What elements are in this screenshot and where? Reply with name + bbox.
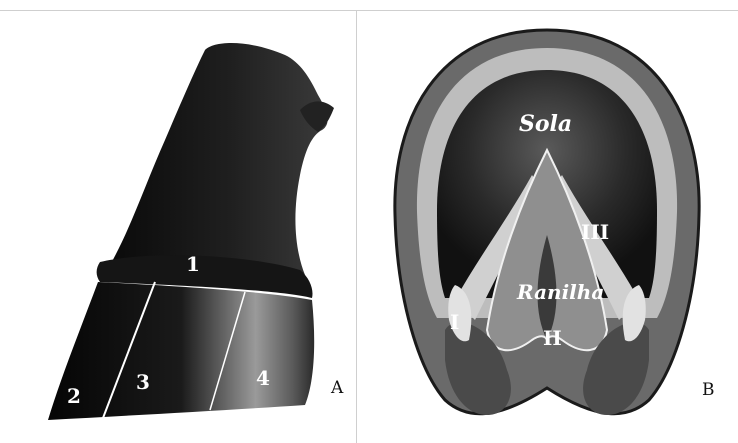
label-bar-numeral-1: I <box>450 312 459 332</box>
hoof-wall-shape <box>48 282 314 420</box>
hoof-solar-illustration <box>357 0 738 443</box>
label-frog: Ranilha <box>517 282 604 302</box>
panel-b-solar-view: Sola Ranilha I II III B <box>357 0 738 443</box>
label-sole: Sola <box>519 113 572 135</box>
label-heel: 4 <box>256 368 270 388</box>
panel-b-letter: B <box>702 382 715 399</box>
panel-a-lateral-view: 1 2 3 4 A <box>0 0 356 443</box>
panel-a-letter: A <box>331 380 343 397</box>
label-toe: 2 <box>67 386 81 406</box>
label-bar-numeral-2: II <box>543 328 562 348</box>
label-coronary-band: 1 <box>186 254 200 274</box>
pastern-shape <box>110 43 328 275</box>
hoof-lateral-illustration <box>0 0 356 443</box>
label-quarter: 3 <box>136 372 150 392</box>
label-bar-numeral-3: III <box>581 222 609 242</box>
